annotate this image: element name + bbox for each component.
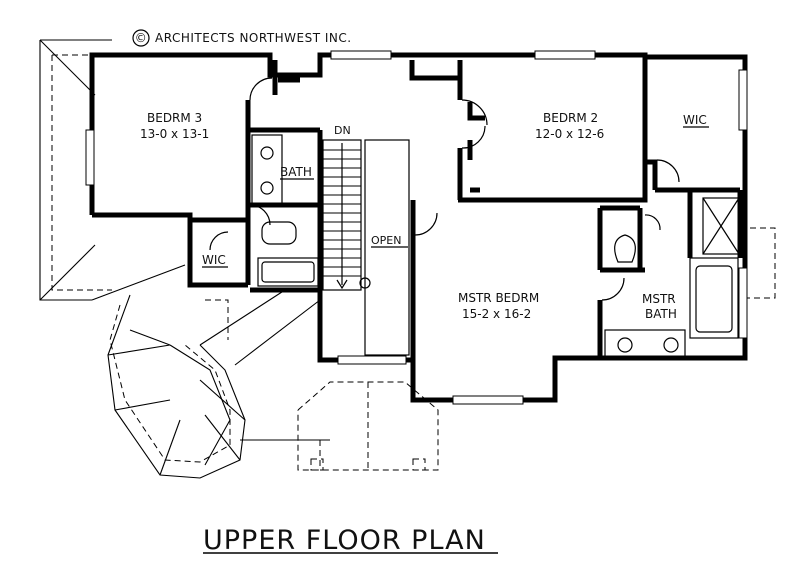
bedroom3-size: 13-0 x 13-1 [140, 127, 209, 141]
bedroom2-name: BEDRM 2 [543, 111, 598, 125]
windows [85, 50, 748, 405]
copyright-circle-icon [132, 29, 150, 47]
overhang-dashed [51, 54, 776, 471]
master-bedroom-name: MSTR BEDRM [458, 291, 539, 305]
doors [209, 77, 680, 301]
master-bath-line1: MSTR [642, 292, 676, 306]
bedroom2-size: 12-0 x 12-6 [535, 127, 604, 141]
copyright-line: © ARCHITECTS NORTHWEST INC. [132, 29, 352, 47]
fixtures [251, 134, 740, 359]
open-label: OPEN [371, 234, 401, 247]
master-bath-line2: BATH [645, 307, 677, 321]
roof-lines [39, 39, 330, 479]
plan-title-text: UPPER FLOOR PLAN [203, 525, 486, 556]
closet-marks [278, 75, 485, 193]
room-labels: BEDRM 3 13-0 x 13-1 BEDRM 2 12-0 x 12-6 … [140, 111, 709, 321]
master-tub-icon [695, 265, 733, 333]
toilet-icon [261, 221, 297, 245]
sink-icon [260, 146, 274, 160]
copyright-symbol: © [135, 31, 148, 45]
shower-icon [702, 197, 740, 255]
master-bedroom-size: 15-2 x 16-2 [462, 307, 531, 321]
master-sink-icon [663, 337, 679, 353]
plan-title: UPPER FLOOR PLAN [203, 525, 498, 556]
staircase: DN OPEN [322, 124, 410, 356]
wic-left-label: WIC [202, 253, 226, 267]
copyright-text: ARCHITECTS NORTHWEST INC. [155, 31, 352, 45]
sink-icon [260, 181, 274, 195]
stair-dn-label: DN [334, 124, 351, 137]
bath-label: BATH [280, 165, 312, 179]
bathtub-icon [261, 261, 315, 283]
wic-right-label: WIC [683, 113, 707, 127]
master-sink-icon [617, 337, 633, 353]
walls [89, 52, 748, 403]
master-toilet-icon [614, 234, 636, 263]
bedroom3-name: BEDRM 3 [147, 111, 202, 125]
